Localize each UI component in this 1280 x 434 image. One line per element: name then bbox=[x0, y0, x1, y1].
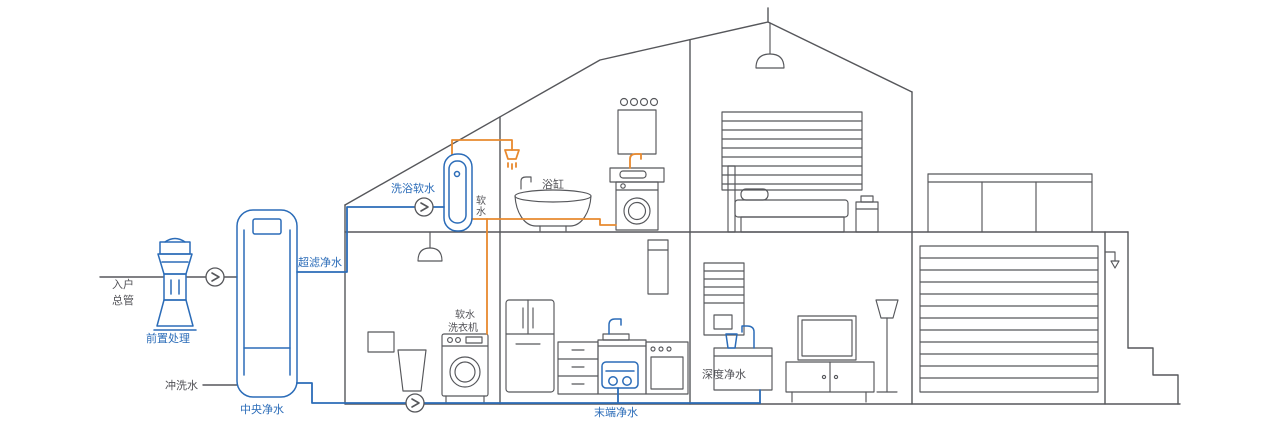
sink-cabinet bbox=[597, 333, 647, 395]
kitchen-furniture bbox=[505, 239, 689, 395]
bath-softener-device bbox=[443, 153, 473, 232]
pipe-ground-left bbox=[296, 382, 407, 404]
bathroom-orange-fixtures bbox=[504, 149, 642, 170]
vanity-mirror bbox=[617, 97, 659, 155]
floor-lamp bbox=[875, 299, 899, 393]
purified-water-pipes bbox=[296, 206, 761, 404]
vanity-washer bbox=[615, 181, 659, 231]
range-hood bbox=[647, 239, 669, 295]
pendant-lamp-bedroom bbox=[755, 22, 785, 69]
under-sink-purifier-device bbox=[601, 361, 639, 389]
bed bbox=[727, 165, 849, 233]
water-cup-icon bbox=[725, 333, 738, 349]
pipe-to-shower bbox=[451, 139, 513, 155]
flow-arrow-icon bbox=[405, 393, 425, 413]
tv-and-stand bbox=[785, 315, 875, 403]
label-pre-treatment: 前置处理 bbox=[146, 331, 190, 345]
label-inlet-main-line2: 总管 bbox=[112, 293, 134, 307]
label-softwater-washer-line2: 洗衣机 bbox=[448, 321, 478, 334]
purifier-faucet-icon bbox=[741, 325, 755, 349]
house-outline bbox=[344, 7, 1181, 405]
bathtub bbox=[514, 176, 592, 232]
drawer-cabinet bbox=[557, 341, 599, 395]
label-terminal-purifier: 末端净水 bbox=[594, 405, 638, 419]
shower-head-icon bbox=[504, 149, 520, 170]
outdoor-steps bbox=[1127, 347, 1179, 405]
pipe-to-softener bbox=[296, 206, 416, 273]
bathtub-faucet-icon bbox=[520, 176, 532, 190]
oven bbox=[645, 341, 689, 395]
flow-arrow-icon bbox=[205, 267, 225, 287]
pre-filter-device bbox=[153, 237, 197, 331]
living-room-furniture bbox=[703, 262, 899, 403]
inlet-pipe bbox=[99, 276, 238, 386]
kitchen-faucet-icon bbox=[608, 318, 622, 335]
label-soft-water-line2: 水 bbox=[476, 206, 486, 218]
label-bathtub: 浴缸 bbox=[542, 177, 564, 191]
wall-picture bbox=[367, 331, 395, 353]
pendant-lamp-left-room bbox=[417, 231, 443, 262]
flow-arrow-icon bbox=[414, 197, 434, 217]
vanity-faucet-icon bbox=[629, 153, 642, 169]
wall-shelf bbox=[703, 262, 745, 336]
label-softwater-washer-line1: 软水 bbox=[455, 308, 475, 321]
pipe-to-vanity bbox=[471, 218, 617, 226]
label-inlet-main-line1: 入户 bbox=[112, 277, 134, 291]
waste-bin bbox=[397, 349, 427, 392]
bedroom-furniture bbox=[721, 22, 879, 233]
label-bath-softener: 洗浴软水 bbox=[391, 181, 435, 195]
refrigerator bbox=[505, 299, 555, 393]
hose-bib bbox=[1104, 251, 1120, 269]
laundry-basket bbox=[855, 195, 879, 233]
vanity-counter bbox=[609, 167, 665, 183]
blinds-window bbox=[721, 111, 863, 191]
label-soft-water-line1: 软 bbox=[476, 194, 486, 207]
washing-machine bbox=[441, 333, 489, 404]
deep-purifier-tap bbox=[725, 325, 755, 349]
garage-door bbox=[919, 245, 1099, 393]
left-room-furniture bbox=[367, 231, 489, 404]
label-central-purifier: 中央净水 bbox=[240, 402, 284, 416]
central-purifier-device bbox=[236, 209, 298, 398]
soft-water-pipes bbox=[451, 139, 617, 335]
roof-railing bbox=[927, 173, 1093, 233]
label-deep-purifier: 深度净水 bbox=[702, 367, 746, 381]
label-flush-water: 冲洗水 bbox=[165, 378, 198, 392]
label-ultrafiltration: 超滤净水 bbox=[298, 255, 342, 269]
bathroom-fixtures bbox=[514, 97, 665, 232]
deep-purifier-cabinet bbox=[713, 347, 773, 391]
